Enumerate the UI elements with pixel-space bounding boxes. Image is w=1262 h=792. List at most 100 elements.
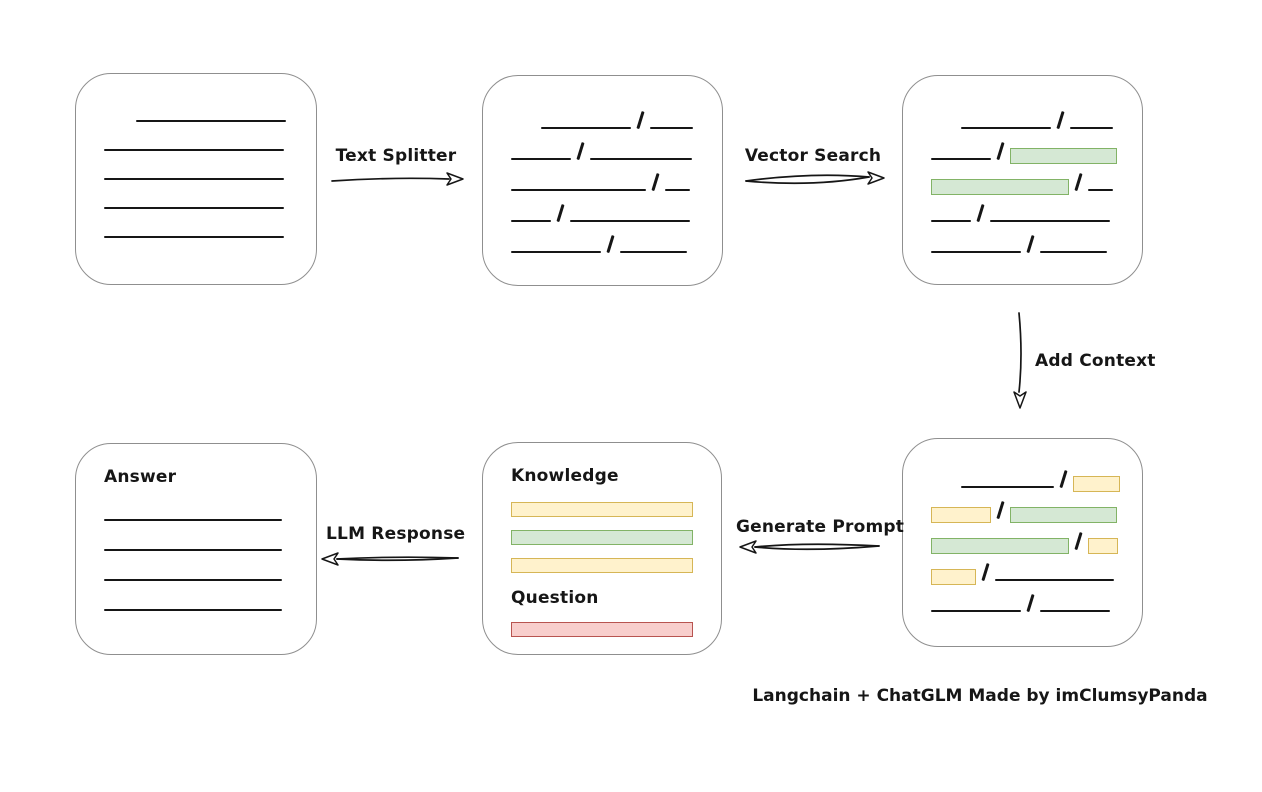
credit-text: Langchain + ChatGLM Made by imClumsyPand… xyxy=(752,686,1208,706)
chunk-row xyxy=(511,489,721,517)
prompt-bar-yellow xyxy=(511,558,693,573)
text-line xyxy=(104,236,284,238)
chunk-separator-slash xyxy=(606,235,615,253)
node-answer: Answer xyxy=(75,443,317,655)
text-line xyxy=(1039,251,1107,253)
text-line xyxy=(649,127,693,129)
chunk-row xyxy=(931,581,1142,612)
chunk-row xyxy=(931,129,1142,164)
generate-prompt-arrow xyxy=(739,540,880,554)
chunk-separator-slash xyxy=(981,563,990,581)
chunk-separator-slash xyxy=(1059,470,1068,488)
node-source-document xyxy=(75,73,317,285)
text-line xyxy=(104,207,284,209)
chunk-row xyxy=(511,98,722,129)
answer-label: Answer xyxy=(104,467,177,487)
text-line xyxy=(664,189,690,191)
chunk-row xyxy=(104,151,316,180)
chunk-row xyxy=(511,160,722,191)
chunk-yellow xyxy=(931,569,976,585)
chunk-separator-slash xyxy=(1074,532,1083,550)
llm-response-label: LLM Response xyxy=(326,524,466,544)
chunk-row xyxy=(931,98,1142,129)
question-bar xyxy=(511,609,721,637)
chunk-separator-slash xyxy=(1074,173,1083,191)
text-line xyxy=(511,158,571,160)
generate-prompt-label: Generate Prompt xyxy=(736,517,905,537)
chunk-row xyxy=(931,160,1142,195)
chunk-green xyxy=(1009,507,1117,523)
chunk-separator-slash xyxy=(996,501,1005,519)
chunk-row xyxy=(511,609,721,637)
chunk-row xyxy=(104,521,316,551)
context-chunk-lines xyxy=(903,439,1142,612)
chunk-row xyxy=(104,581,316,611)
indent xyxy=(931,487,961,488)
text-line xyxy=(104,579,282,581)
text-line xyxy=(994,579,1114,581)
node-context-chunks xyxy=(902,438,1143,647)
chunk-separator-slash xyxy=(1026,594,1035,612)
chunk-row xyxy=(511,222,722,253)
chunk-row xyxy=(511,191,722,222)
chunk-yellow xyxy=(1072,476,1120,492)
text-line xyxy=(1039,610,1110,612)
chunk-separator-slash xyxy=(976,204,985,222)
prompt-bar-yellow xyxy=(511,502,693,517)
indent xyxy=(104,121,136,122)
knowledge-label: Knowledge xyxy=(511,466,619,486)
chunk-row xyxy=(931,488,1142,523)
text-line xyxy=(931,220,971,222)
prompt-bar-green xyxy=(511,530,693,545)
document-lines xyxy=(76,74,316,238)
text-line xyxy=(104,549,282,551)
text-line xyxy=(569,220,690,222)
add-context-label: Add Context xyxy=(1035,351,1156,371)
chunk-green xyxy=(931,538,1069,554)
node-prompt: Knowledge Question xyxy=(482,442,722,655)
text-line xyxy=(1087,189,1113,191)
chunk-row xyxy=(104,93,316,122)
chunk-separator-slash xyxy=(576,142,585,160)
chunk-green xyxy=(931,179,1069,195)
text-line xyxy=(931,251,1021,253)
text-line xyxy=(104,609,282,611)
chunk-row xyxy=(104,180,316,209)
text-line xyxy=(511,251,601,253)
text-line xyxy=(104,519,282,521)
chunk-separator-slash xyxy=(556,204,565,222)
chunk-row xyxy=(511,545,721,573)
chunk-row xyxy=(511,517,721,545)
chunk-row xyxy=(104,209,316,238)
chunk-row xyxy=(931,222,1142,253)
text-line xyxy=(989,220,1110,222)
text-line xyxy=(931,610,1021,612)
text-line xyxy=(541,127,631,129)
chunk-separator-slash xyxy=(996,142,1005,160)
text-line xyxy=(1069,127,1113,129)
indent xyxy=(931,128,961,129)
question-label: Question xyxy=(511,588,599,608)
text-line xyxy=(961,486,1054,488)
vector-search-arrow xyxy=(745,171,885,185)
node-split-text xyxy=(482,75,723,286)
text-splitter-arrow xyxy=(331,172,464,186)
text-line xyxy=(961,127,1051,129)
chunk-row xyxy=(104,551,316,581)
split-chunk-lines xyxy=(483,76,722,253)
text-line xyxy=(104,149,284,151)
knowledge-bars xyxy=(511,489,721,573)
chunk-row xyxy=(931,519,1142,554)
chunk-separator-slash xyxy=(1056,111,1065,129)
text-line xyxy=(511,189,646,191)
text-line xyxy=(589,158,692,160)
indent xyxy=(511,128,541,129)
vector-search-label: Vector Search xyxy=(744,146,882,166)
add-context-arrow xyxy=(1013,312,1027,409)
chunk-separator-slash xyxy=(651,173,660,191)
chunk-separator-slash xyxy=(1026,235,1035,253)
chunk-row xyxy=(931,457,1142,492)
answer-lines xyxy=(104,491,316,611)
chunk-row xyxy=(511,129,722,160)
